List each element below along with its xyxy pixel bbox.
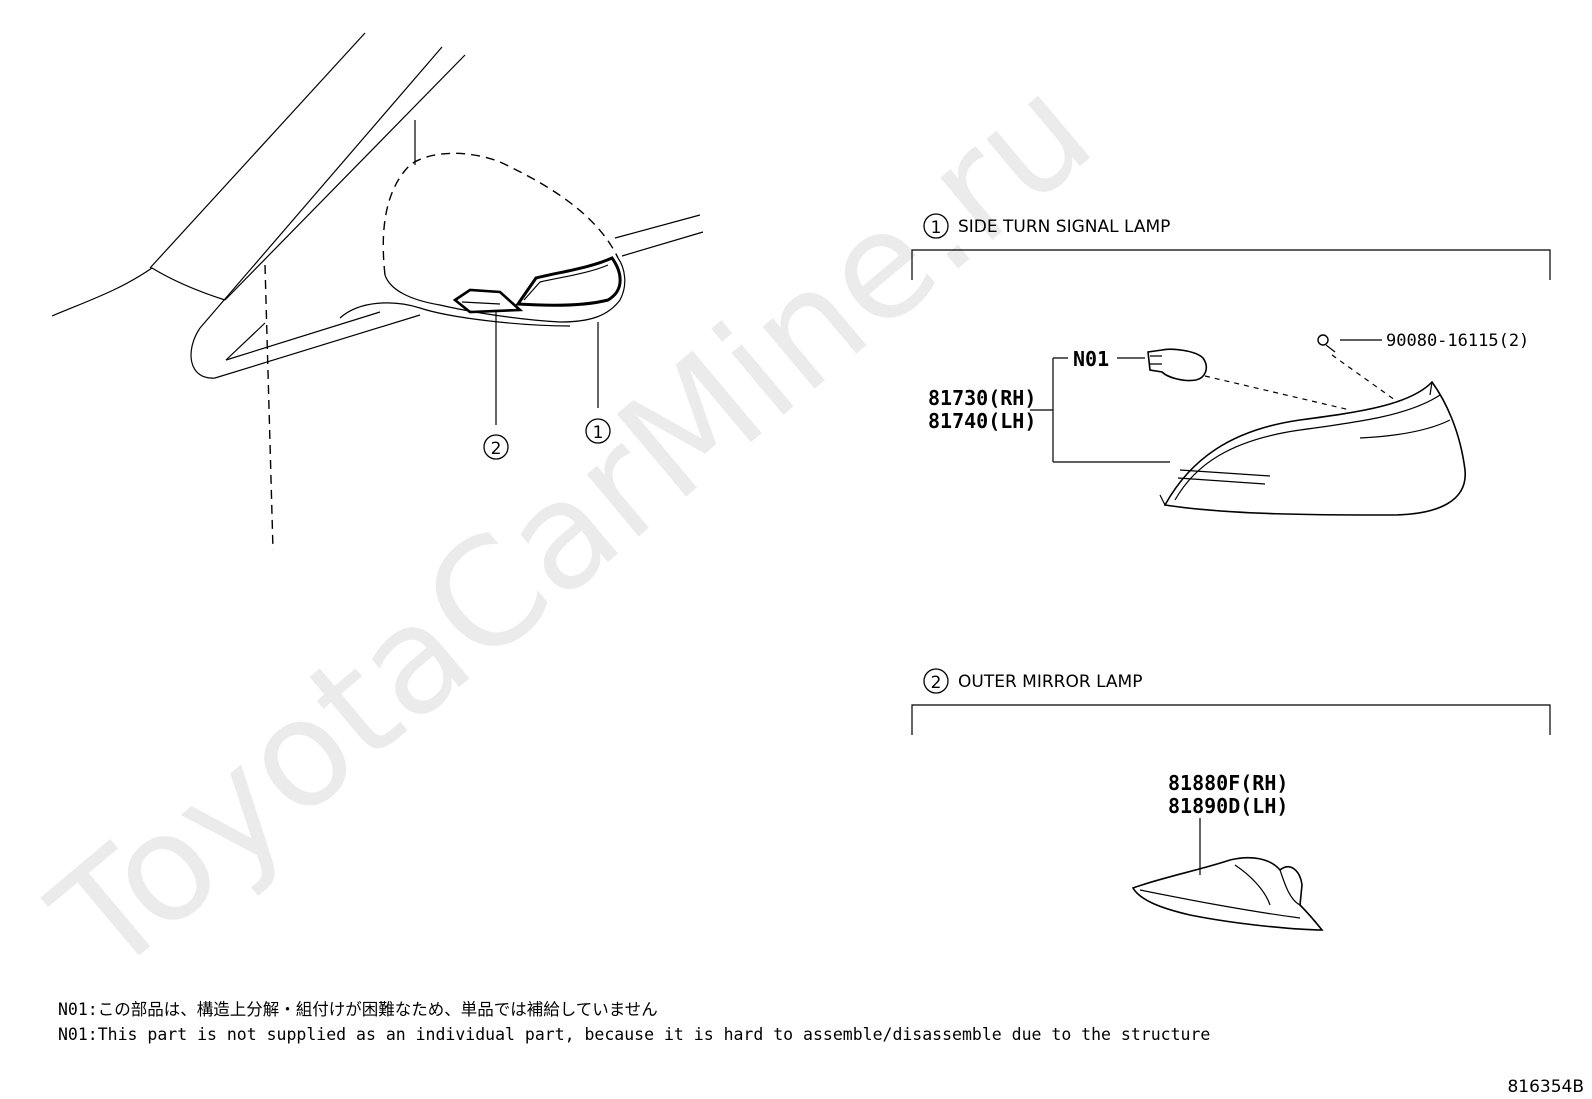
section-side-turn-signal-lamp: 1 SIDE TURN SIGNAL LAMP N01 90080-16115(…: [911, 213, 1551, 516]
mirror-lamp-lh-part-number: 81890D(LH): [1168, 794, 1288, 818]
callout-2: 2: [483, 434, 509, 460]
turn-signal-lamp-drawing: [1159, 380, 1466, 516]
section-1-number: 1: [923, 213, 949, 239]
outer-mirror-lamp-drawing: [1131, 856, 1324, 931]
bulb-drawing: [1147, 348, 1208, 382]
mirror-lamp-rh-part-number: 81880F(RH): [1168, 771, 1288, 795]
lamp-rh-part-number: 81730(RH): [928, 386, 1036, 410]
note-japanese: N01:この部品は、構造上分解・組付けが困難なため、単品では補給していません: [58, 1000, 658, 1019]
section-2-title: OUTER MIRROR LAMP: [958, 672, 1142, 692]
screw-part-number: 90080-16115(2): [1386, 331, 1529, 351]
mirror-assembly-drawing: [51, 32, 704, 551]
callout-1: 1: [585, 418, 611, 444]
svg-text:1: 1: [931, 218, 942, 238]
section-outer-mirror-lamp: 2 OUTER MIRROR LAMP 81880F(RH) 81890D(LH…: [911, 668, 1551, 931]
figure-id: 816354B: [1507, 1077, 1584, 1097]
section-1-title: SIDE TURN SIGNAL LAMP: [958, 217, 1170, 237]
lamp-lh-part-number: 81740(LH): [928, 409, 1036, 433]
bulb-note-label: N01: [1073, 347, 1109, 371]
svg-text:2: 2: [931, 673, 942, 693]
svg-text:1: 1: [593, 423, 604, 443]
svg-text:2: 2: [491, 439, 502, 459]
screw-drawing: [1317, 334, 1336, 353]
watermark: ToyotaCarMine.ru: [21, 44, 1123, 1007]
note-english: N01:This part is not supplied as an indi…: [58, 1025, 1210, 1044]
section-2-number: 2: [923, 668, 949, 694]
